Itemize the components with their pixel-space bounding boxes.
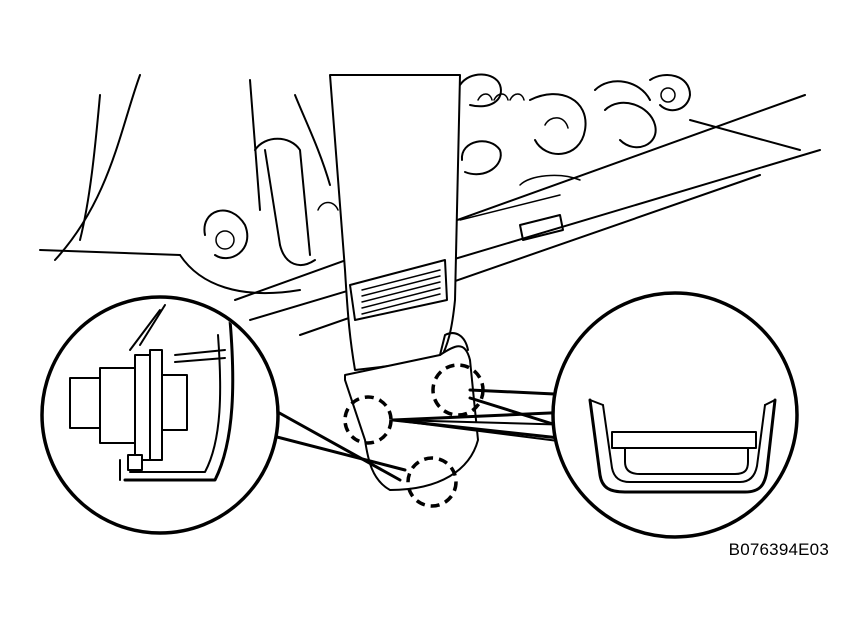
left-detail-view [40,295,280,535]
clip-marker-middle-left [343,395,393,445]
figure-code-label: B076394E03 [728,540,829,559]
clip-marker-lower [406,456,458,508]
right-detail-view [551,291,799,539]
